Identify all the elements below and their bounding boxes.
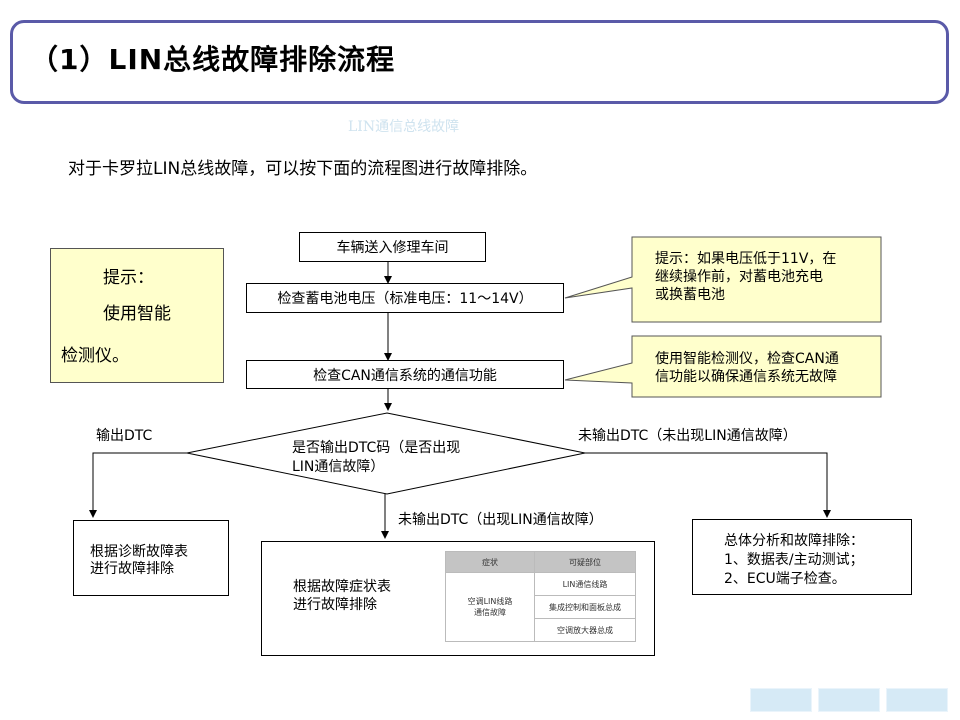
note1-line-2: 继续操作前，对蓄电池充电 — [655, 269, 823, 285]
note2-line-1: 使用智能检测仪，检查CAN通 — [655, 351, 839, 367]
intro-text: 对于卡罗拉LIN总线故障，可以按下面的流程图进行故障排除。 — [68, 159, 538, 179]
step-vehicle-to-workshop: 车辆送入修理车间 — [299, 232, 486, 262]
hint-line-2: 使用智能 — [103, 304, 171, 324]
arrow-decision-left — [89, 452, 187, 518]
page-title: （1）LIN总线故障排除流程 — [30, 43, 396, 76]
symptom-table: 症状 可疑部位 空调LIN线路 通信故障 LIN通信线路 集成控制和面板总成 空… — [445, 551, 636, 642]
hint-line-3: 检测仪。 — [61, 346, 129, 366]
table-cell-symptom: 空调LIN线路 通信故障 — [445, 572, 535, 642]
label-no-dtc-no-fault: 未输出DTC（未出现LIN通信故障） — [578, 428, 797, 444]
box-overall-analysis: 总体分析和故障排除： 1、数据表/主动测试； 2、ECU端子检查。 — [692, 519, 912, 595]
table-cell-part: 空调放大器总成 — [534, 618, 636, 642]
hint-box: 提示： 使用智能 检测仪。 — [50, 248, 224, 383]
callout-battery-shape — [564, 236, 882, 323]
left-box-line-1: 根据诊断故障表 — [90, 544, 188, 560]
decision-text-line-1: 是否输出DTC码（是否出现 — [292, 440, 461, 456]
left-box-line-2: 进行故障排除 — [90, 561, 174, 577]
arrow-decision-right — [585, 452, 831, 518]
nav-button-1[interactable] — [750, 688, 812, 712]
note1-line-3: 或换蓄电池 — [655, 287, 725, 303]
mid-box-line-2: 进行故障排除 — [293, 597, 377, 613]
table-header-parts: 可疑部位 — [534, 551, 636, 573]
right-box-line-1: 总体分析和故障排除： — [724, 533, 864, 549]
label-dtc-output: 输出DTC — [96, 428, 153, 444]
mid-box-line-1: 根据故障症状表 — [293, 579, 391, 595]
table-cell-part: 集成控制和面板总成 — [534, 595, 636, 619]
nav-button-3[interactable] — [886, 688, 948, 712]
callout-can-text: 使用智能检测仪，检查CAN通 信功能以确保通信系统无故障 — [645, 344, 881, 392]
callout-shapes — [564, 236, 882, 398]
decision-text-line-2: LIN通信故障） — [292, 459, 385, 475]
decision-diamond — [186, 412, 586, 495]
right-box-line-3: 2、ECU端子检查。 — [724, 571, 846, 587]
table-cell-part: LIN通信线路 — [534, 572, 636, 596]
hint-line-1: 提示： — [103, 268, 154, 288]
step-check-battery: 检查蓄电池电压（标准电压：11～14V） — [246, 283, 564, 313]
watermark-text: LIN通信总线故障 — [348, 119, 460, 135]
table-symptom-line-2: 通信故障 — [474, 608, 506, 617]
table-header-symptom: 症状 — [445, 551, 535, 573]
note1-line-1: 提示：如果电压低于11V，在 — [655, 251, 837, 267]
right-box-line-2: 1、数据表/主动测试； — [724, 552, 864, 568]
callout-can-shape — [564, 335, 882, 398]
step-check-can: 检查CAN通信系统的通信功能 — [246, 360, 564, 389]
table-symptom-line-1: 空调LIN线路 — [467, 597, 513, 606]
box-diagnosis-table: 根据诊断故障表 进行故障排除 — [73, 520, 229, 596]
title-banner — [10, 20, 949, 104]
label-no-dtc-fault: 未输出DTC（出现LIN通信故障） — [398, 512, 603, 528]
box-symptom-table: 根据故障症状表 进行故障排除 症状 可疑部位 空调LIN线路 通信故障 LIN通… — [261, 541, 655, 656]
callout-battery-text: 提示：如果电压低于11V，在 继续操作前，对蓄电池充电 或换蓄电池 — [645, 244, 881, 310]
nav-button-2[interactable] — [818, 688, 880, 712]
note2-line-2: 信功能以确保通信系统无故障 — [655, 369, 837, 385]
